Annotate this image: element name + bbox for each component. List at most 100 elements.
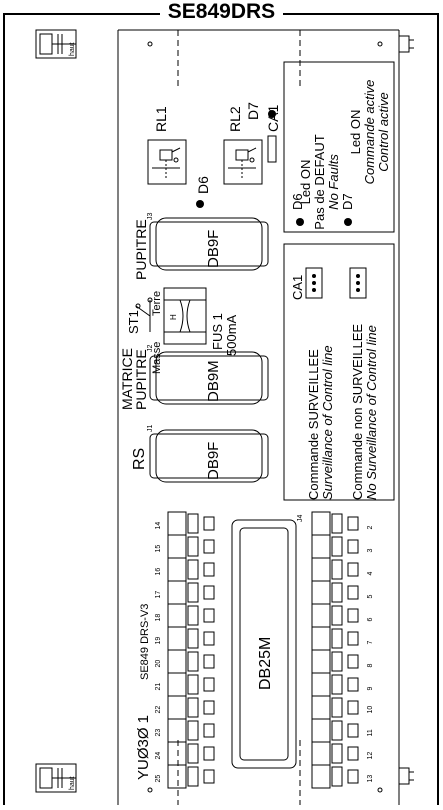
terminal-number: 18 — [155, 614, 162, 622]
ca1-jumper-top — [267, 135, 277, 163]
board-title: SE849DRS — [159, 0, 284, 24]
label-db9m: DB9M — [205, 360, 222, 402]
label-ca1-top: CA1 — [265, 105, 281, 132]
terminal-number: 14 — [155, 522, 162, 530]
connector-j4: J4 — [297, 515, 304, 523]
legend-led-on-2: Led ON — [348, 110, 363, 155]
terminal-cell — [167, 649, 215, 674]
terminal-number: 9 — [367, 687, 374, 691]
legend-led-box — [283, 61, 395, 233]
legend-d6-dot — [296, 218, 304, 226]
fuse-switch-area — [135, 287, 207, 345]
label-barcode: YUØ3Ø 1 — [135, 715, 152, 780]
terminal-number: 10 — [367, 706, 374, 714]
terminal-number: 4 — [367, 572, 374, 576]
legend-pas-defaut: Pas de DEFAUT — [312, 134, 327, 229]
label-db25m: DB25M — [257, 637, 274, 690]
relay-rl2 — [223, 139, 263, 185]
led-d7-dot — [268, 110, 276, 118]
mount-right-top — [398, 35, 414, 53]
terminal-number: 7 — [367, 641, 374, 645]
connector-db25m — [231, 519, 297, 769]
terminal-cell — [167, 511, 215, 536]
terminal-cell — [167, 695, 215, 720]
terminal-number: 8 — [367, 664, 374, 668]
label-revision: SE849 DRS-V3 — [139, 604, 151, 680]
legend-ca1-label: CA1 — [290, 275, 305, 300]
mount-hole — [377, 787, 383, 793]
terminal-cell — [167, 580, 215, 605]
terminal-cell — [167, 764, 215, 789]
terminal-cell — [311, 741, 359, 766]
led-d6-dot — [196, 200, 204, 208]
terminal-number: 17 — [155, 591, 162, 599]
label-d6: D6 — [195, 176, 211, 194]
mount-bracket-bottom-left — [35, 763, 77, 793]
terminal-cell — [167, 741, 215, 766]
terminal-cell — [311, 764, 359, 789]
mount-haut-bl: haut — [69, 776, 76, 790]
terminal-number: 2 — [367, 526, 374, 530]
label-pupitre: PUPITRE — [133, 219, 149, 280]
terminal-number: 24 — [155, 752, 162, 760]
connector-j3: J3 — [147, 213, 154, 221]
legend-commande-active: Commande active — [362, 80, 377, 185]
label-rs: RS — [131, 448, 148, 470]
ca1-pin — [312, 281, 316, 285]
terminal-cell — [311, 534, 359, 559]
terminal-cell — [167, 603, 215, 628]
connector-j1: J1 — [147, 425, 154, 433]
mount-hole — [147, 787, 153, 793]
dashed-guides — [177, 30, 301, 805]
terminal-cell — [311, 695, 359, 720]
relay-rl1 — [147, 139, 187, 185]
label-fus-value: 500mA — [224, 314, 239, 356]
terminal-number: 15 — [155, 545, 162, 553]
label-st1: ST1 — [126, 310, 141, 334]
ca1-pin — [312, 288, 316, 292]
terminal-number: 6 — [367, 618, 374, 622]
terminal-number: 3 — [367, 549, 374, 553]
terminal-number: 12 — [367, 752, 374, 760]
terminal-number: 13 — [367, 775, 374, 783]
terminal-number: 23 — [155, 729, 162, 737]
terminal-number: 20 — [155, 660, 162, 668]
mount-hole — [147, 41, 153, 47]
terminal-cell — [311, 557, 359, 582]
terminal-cell — [311, 580, 359, 605]
legend-control-active: Control active — [376, 92, 391, 171]
connector-pupitre-db9f — [149, 217, 269, 271]
legend-surv-en: Surveillance of Control line — [320, 345, 335, 500]
legend-d7-dot — [344, 218, 352, 226]
terminal-cell — [311, 511, 359, 536]
connector-matrice-db9m — [149, 351, 269, 405]
mount-bracket-top-left — [35, 29, 77, 59]
terminal-cell — [311, 718, 359, 743]
legend-nonsurv-en: No Surveillance of Control line — [364, 325, 379, 500]
ca1-pin — [312, 274, 316, 278]
terminal-cell — [167, 557, 215, 582]
terminal-cell — [167, 718, 215, 743]
terminal-cell — [311, 672, 359, 697]
terminal-number: 11 — [367, 729, 374, 736]
ca1-pin — [356, 281, 360, 285]
legend-d6-label: D6 — [290, 193, 305, 210]
legend-surv-fr: Commande SURVEILLEE — [306, 349, 321, 500]
ca1-pin — [356, 274, 360, 278]
terminal-cell — [311, 649, 359, 674]
terminal-number: 25 — [155, 775, 162, 783]
connector-rs-db9f — [149, 429, 269, 483]
label-terre: Terre — [151, 291, 163, 316]
terminal-cell — [167, 626, 215, 651]
label-rl1: RL1 — [153, 106, 169, 132]
legend-no-faults: No Faults — [326, 154, 341, 210]
label-masse: Masse — [151, 342, 163, 374]
terminal-cell — [311, 603, 359, 628]
connector-j2: J2 — [147, 345, 154, 353]
title-bar: SE849DRS — [0, 0, 443, 26]
legend-ca1-box — [283, 243, 395, 501]
label-rl2: RL2 — [227, 106, 243, 132]
